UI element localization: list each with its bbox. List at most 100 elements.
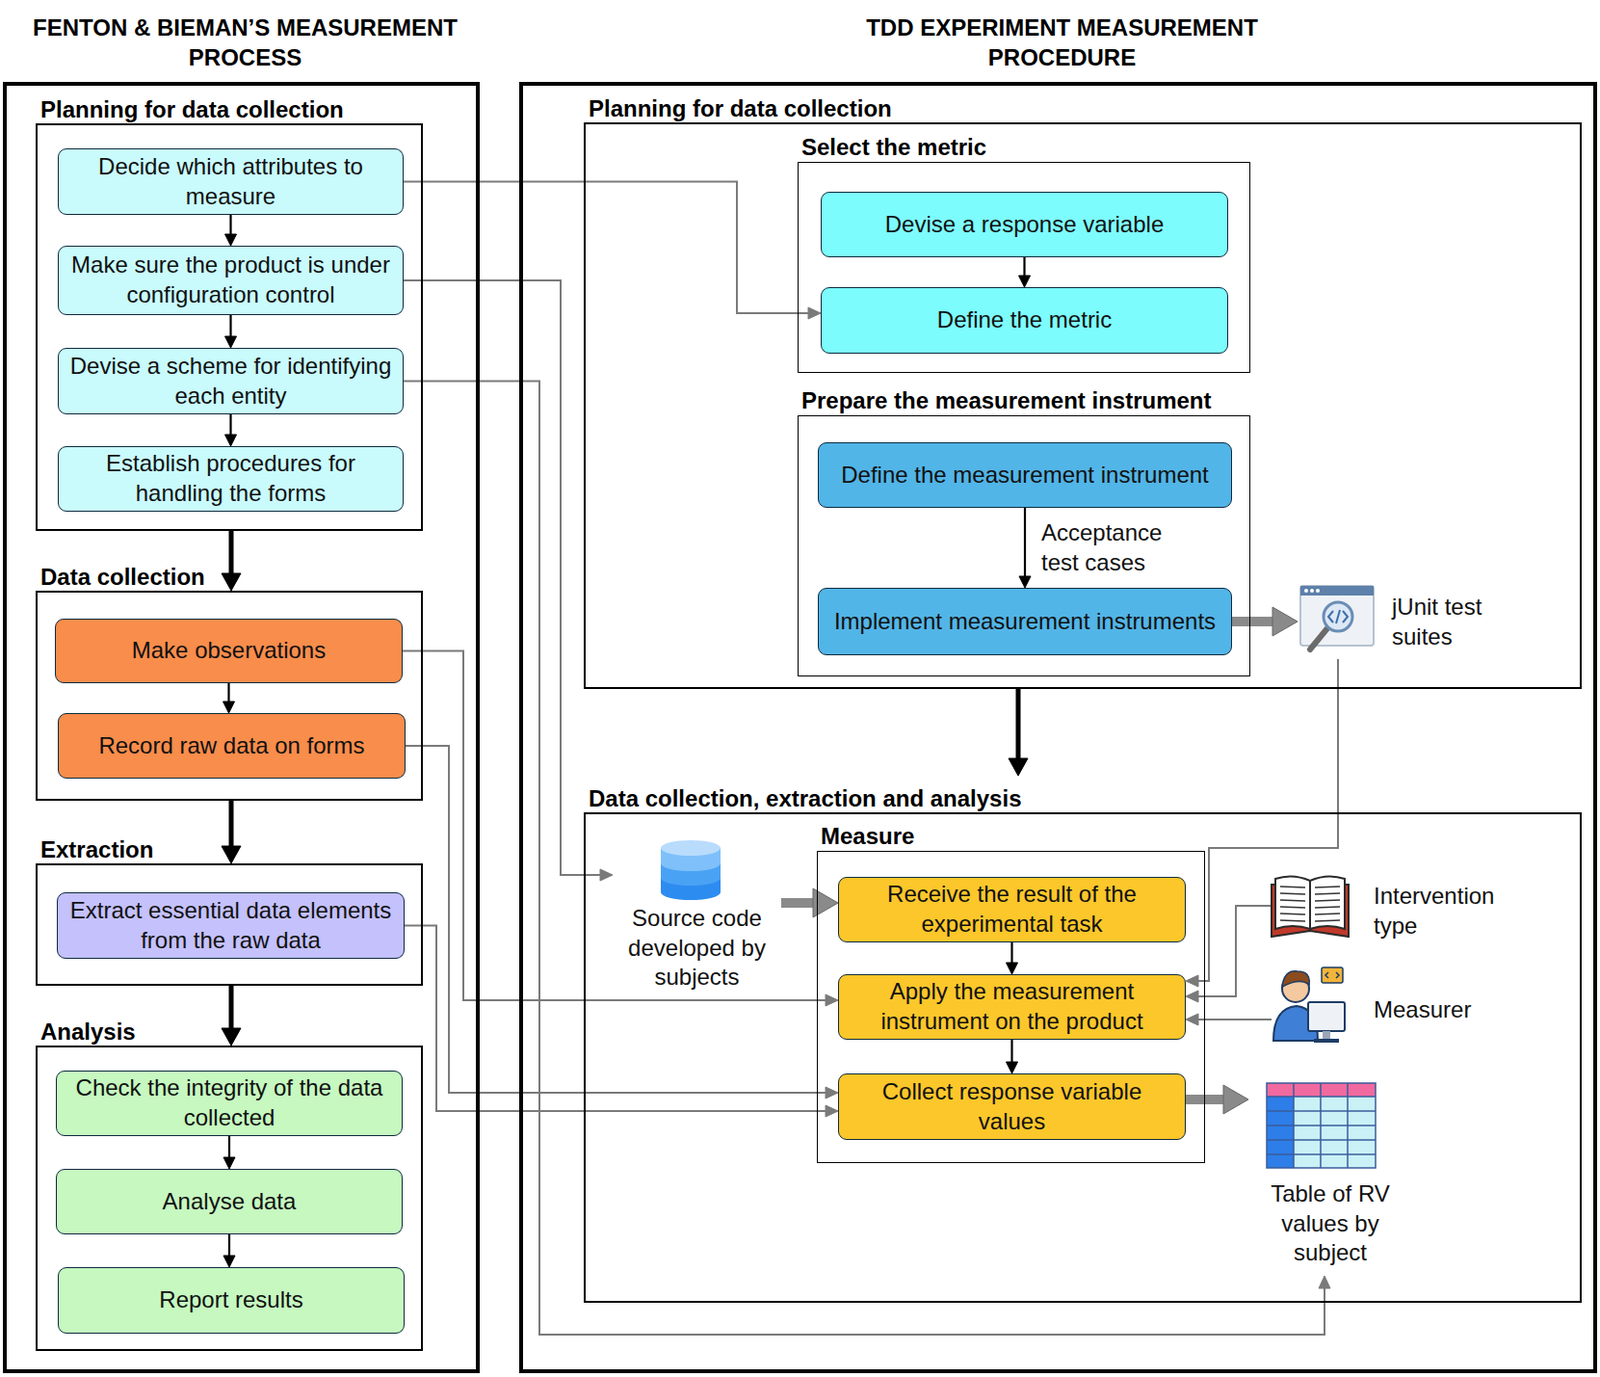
arrow-head	[1185, 1013, 1199, 1025]
step-label: Devise a response variable	[885, 209, 1165, 240]
icon-label: Table of RV values by subject	[1262, 1179, 1398, 1268]
icon-label: Measurer	[1373, 995, 1528, 1025]
connector-line	[227, 682, 230, 703]
connector-arrow	[1185, 658, 1338, 987]
step-label: Implement measurement instruments	[834, 606, 1216, 637]
connector-arrow	[1006, 1039, 1019, 1074]
connector-line	[1185, 1094, 1225, 1104]
phase-box: Planning for data collectionDecide which…	[35, 123, 423, 531]
arrow-head	[600, 868, 613, 881]
connector-arrow	[1008, 688, 1028, 776]
section-heading: Extraction	[40, 836, 154, 864]
arrow-head	[1006, 1061, 1019, 1074]
phase-box: AnalysisCheck the integrity of the data …	[35, 1045, 423, 1351]
junit-icon	[1300, 585, 1374, 650]
step-label: Apply the measurement instrument on the …	[846, 976, 1178, 1036]
icon-label: Intervention type	[1373, 881, 1528, 941]
connector-line	[228, 1135, 231, 1158]
step-label: Make observations	[131, 635, 326, 666]
table-icon	[1266, 1082, 1376, 1168]
connector-line	[228, 1233, 231, 1257]
section-heading: Analysis	[40, 1018, 136, 1046]
step-label: Decide which attributes to measure	[66, 152, 395, 211]
connector-arrow	[403, 280, 613, 881]
connector-arrow	[225, 414, 237, 446]
connector-arrow	[223, 1233, 236, 1267]
step-label: Receive the result of the experimental t…	[846, 879, 1178, 939]
connector-line	[1023, 507, 1026, 578]
step-box: Implement measurement instruments	[817, 587, 1233, 656]
step-box: Decide which attributes to measure	[57, 148, 404, 215]
procedure-panel: TDD EXPERIMENT MEASUREMENT PROCEDUREPlan…	[519, 81, 1598, 1373]
connector-arrow	[1185, 905, 1272, 1002]
arrow-head	[1272, 606, 1298, 636]
panel-title: TDD EXPERIMENT MEASUREMENT PROCEDURE	[812, 12, 1313, 73]
connector-line	[229, 800, 235, 847]
actor-node: Intervention type	[1271, 872, 1528, 950]
connector-arrow	[1185, 1084, 1249, 1114]
panel-title: FENTON & BIEMAN’S MEASUREMENT PROCESS	[19, 12, 473, 73]
step-box: Devise a response variable	[820, 191, 1229, 258]
connector-line	[1010, 942, 1013, 964]
section-heading: Select the metric	[801, 133, 987, 161]
connector-arrow	[402, 651, 839, 1007]
connector-line	[1232, 616, 1274, 627]
arrow-head	[221, 1027, 241, 1046]
connector-arrow	[223, 682, 236, 713]
connector-line	[229, 314, 232, 338]
step-label: Collect response variable values	[846, 1076, 1178, 1136]
arrow-head	[1318, 1275, 1331, 1288]
arrow-head	[221, 573, 241, 591]
connector-arrow	[1019, 507, 1031, 588]
connector-arrow	[221, 985, 241, 1046]
step-label: Report results	[158, 1285, 303, 1315]
connector-arrow	[1232, 606, 1298, 636]
connector-line	[229, 985, 235, 1029]
arrow-head	[1008, 758, 1028, 776]
arrow-head	[1006, 962, 1019, 974]
arrow-head	[1185, 974, 1199, 987]
database-icon	[660, 839, 721, 900]
connector-line	[1022, 257, 1025, 277]
connector-line	[781, 897, 814, 908]
step-box: Extract essential data elements from the…	[56, 891, 405, 959]
connector-line	[229, 214, 232, 236]
step-label: Record raw data on forms	[98, 731, 365, 761]
connector-line	[229, 414, 232, 436]
artifact-node: Table of RV values by subject	[1248, 1084, 1413, 1276]
activity-box: Select the metricDevise a response varia…	[797, 161, 1251, 373]
section-heading: Measure	[820, 822, 915, 850]
actor-node: Measurer	[1271, 969, 1528, 1051]
section-heading: Data collection, extraction and analysis	[588, 785, 1022, 813]
step-label: Establish procedures for handling the fo…	[66, 448, 395, 508]
step-box: Establish procedures for handling the fo…	[57, 445, 404, 512]
process-panel: FENTON & BIEMAN’S MEASUREMENT PROCESSPla…	[2, 81, 480, 1373]
step-label: Define the measurement instrument	[840, 460, 1209, 491]
arrow-head	[1019, 576, 1031, 588]
arrow-head	[225, 434, 237, 446]
section-heading: Planning for data collection	[40, 96, 344, 124]
connector-line	[402, 651, 827, 1001]
step-box: Check the integrity of the data collecte…	[55, 1070, 403, 1136]
arrow-head	[221, 845, 241, 864]
icon-label: Source code developed by subjects	[612, 903, 782, 993]
connector-arrow	[403, 182, 821, 320]
arrow-head	[808, 307, 821, 319]
connector-line	[1010, 1039, 1013, 1063]
artifact-node: jUnit test suites	[1297, 585, 1522, 659]
arrow-head	[1223, 1084, 1249, 1114]
connector-arrow	[223, 1135, 236, 1169]
arrow-head	[825, 1104, 839, 1117]
connector-arrow	[221, 800, 241, 864]
step-box: Receive the result of the experimental t…	[838, 876, 1186, 943]
arrow-head	[225, 336, 237, 348]
step-box: Make observations	[54, 618, 403, 683]
connector-line	[1016, 688, 1022, 760]
connector-arrow	[403, 381, 1331, 1336]
step-label: Define the metric	[937, 305, 1112, 336]
connector-line	[403, 381, 1325, 1336]
step-box: Make sure the product is under configura…	[57, 245, 404, 315]
arrow-head	[223, 701, 236, 713]
connector-arrow	[1185, 1013, 1272, 1025]
activity-box: Prepare the measurement instrumentDefine…	[797, 415, 1251, 677]
